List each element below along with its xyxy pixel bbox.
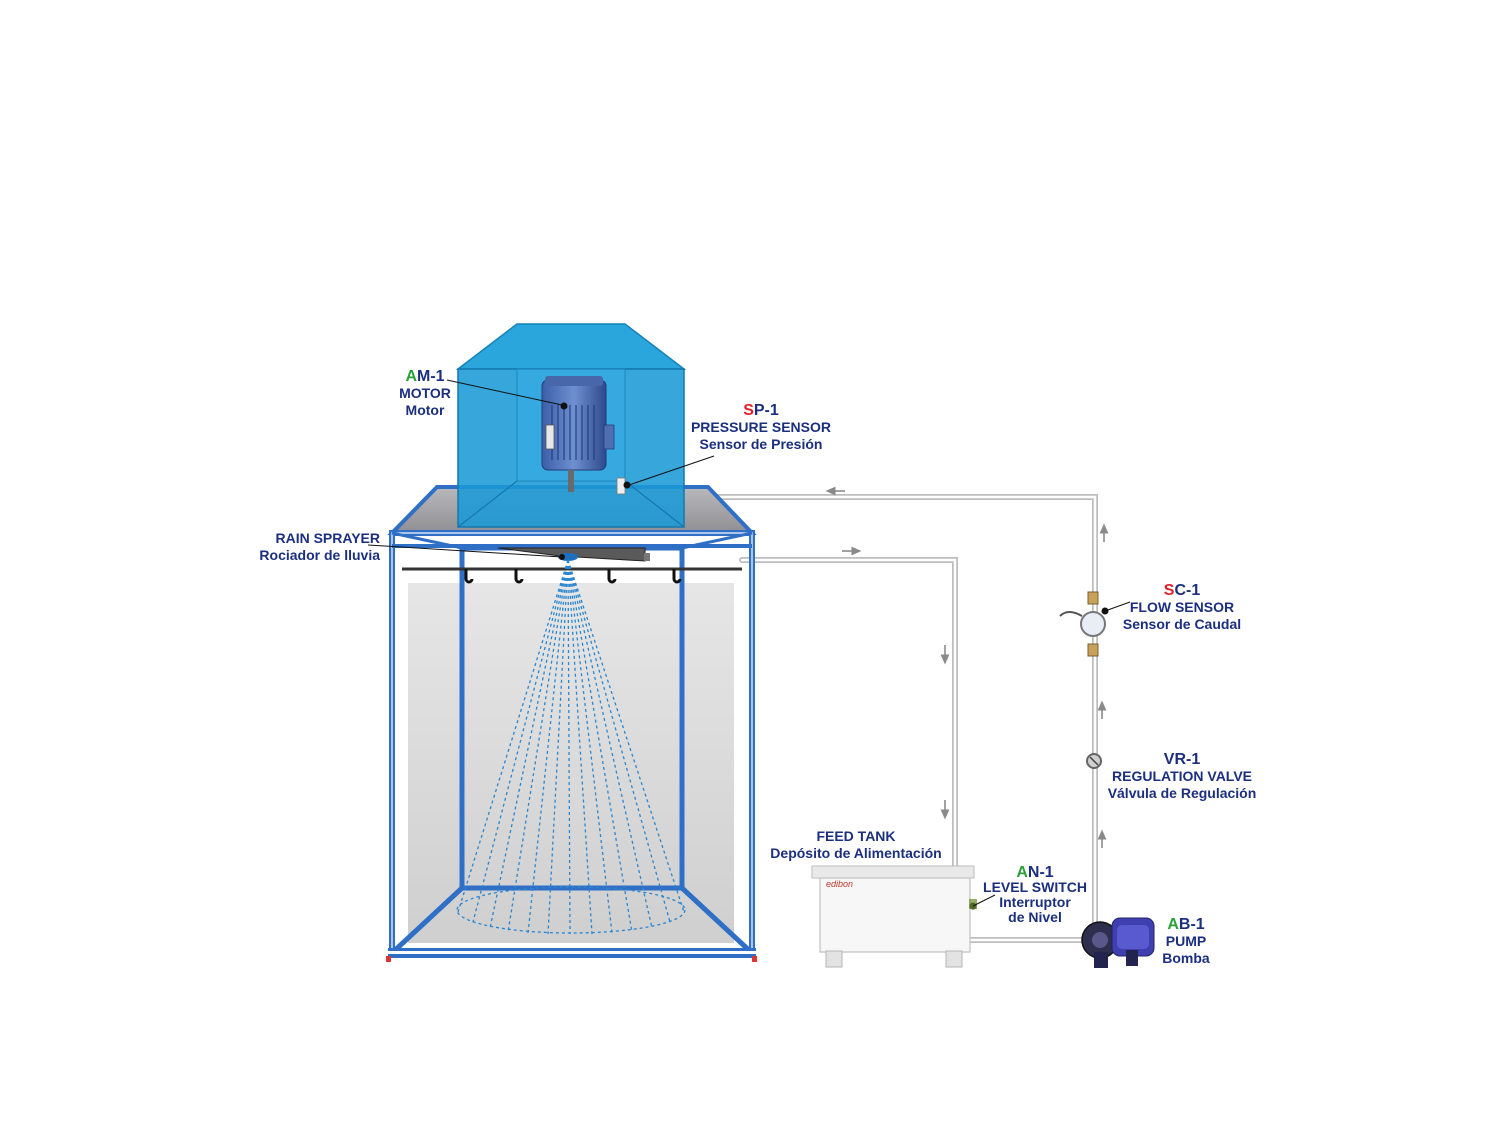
valve-name-es: Válvula de Regulación	[1107, 785, 1257, 801]
pump-label: AB-1 PUMP Bomba	[1150, 916, 1222, 967]
pump-code: B-1	[1178, 916, 1205, 933]
pump-prefix: A	[1167, 916, 1179, 933]
flow-name-en: FLOW SENSOR	[1129, 599, 1235, 615]
level-name-es-1: Interruptor	[999, 894, 1071, 910]
level-prefix: A	[1016, 864, 1028, 881]
sprayer-hooks	[464, 569, 682, 584]
motor-code: M-1	[417, 368, 445, 385]
pump-name-en: PUMP	[1165, 933, 1207, 949]
feed-tank-label: FEED TANK Depósito de Alimentación	[755, 828, 957, 862]
flow-code: C-1	[1174, 582, 1201, 599]
sprayer-name-en: RAIN SPRAYER	[275, 530, 380, 546]
rain-sprayer-label: RAIN SPRAYER Rociador de lluvia	[230, 530, 380, 564]
rain-chamber	[386, 485, 757, 962]
flow-sensor	[1059, 591, 1109, 657]
flow-arrows	[825, 486, 1109, 848]
leader-lines	[367, 379, 1131, 907]
feed-tank	[811, 865, 977, 968]
pressure-name-es: Sensor de Presión	[699, 436, 823, 452]
spray-cone	[456, 559, 686, 935]
regulation-valve-label: VR-1 REGULATION VALVE Válvula de Regulac…	[1092, 751, 1272, 802]
flow-prefix: S	[1163, 582, 1175, 599]
pressure-sensor-label: SP-1 PRESSURE SENSOR Sensor de Presión	[680, 402, 842, 453]
tank-name-es: Depósito de Alimentación	[770, 845, 942, 861]
motor-enclosure	[455, 323, 687, 528]
valve-code: VR-1	[1163, 751, 1201, 768]
motor-label: AM-1 MOTOR Motor	[385, 368, 465, 419]
level-switch-label: AN-1 LEVEL SWITCH Interruptor de Nivel	[978, 865, 1092, 925]
level-code: N-1	[1027, 864, 1054, 881]
flow-name-es: Sensor de Caudal	[1122, 616, 1242, 632]
tank-name-en: FEED TANK	[816, 828, 896, 844]
motor	[541, 376, 615, 492]
flow-sensor-label: SC-1 FLOW SENSOR Sensor de Caudal	[1105, 582, 1259, 633]
pressure-code: P-1	[753, 402, 779, 419]
pump-name-es: Bomba	[1162, 950, 1210, 966]
regulation-valve	[1086, 753, 1102, 769]
tank-logo: edibon	[826, 879, 854, 889]
motor-name-es: Motor	[405, 402, 445, 418]
level-name-es-2: de Nivel	[1008, 909, 1062, 925]
pressure-name-en: PRESSURE SENSOR	[690, 419, 832, 435]
pressure-prefix: S	[743, 402, 754, 419]
sprayer-name-es: Rociador de lluvia	[259, 547, 380, 563]
pump	[1081, 917, 1155, 968]
motor-prefix: A	[405, 368, 417, 385]
valve-name-en: REGULATION VALVE	[1112, 768, 1252, 784]
level-name-en: LEVEL SWITCH	[983, 879, 1087, 895]
motor-name-en: MOTOR	[399, 385, 451, 401]
